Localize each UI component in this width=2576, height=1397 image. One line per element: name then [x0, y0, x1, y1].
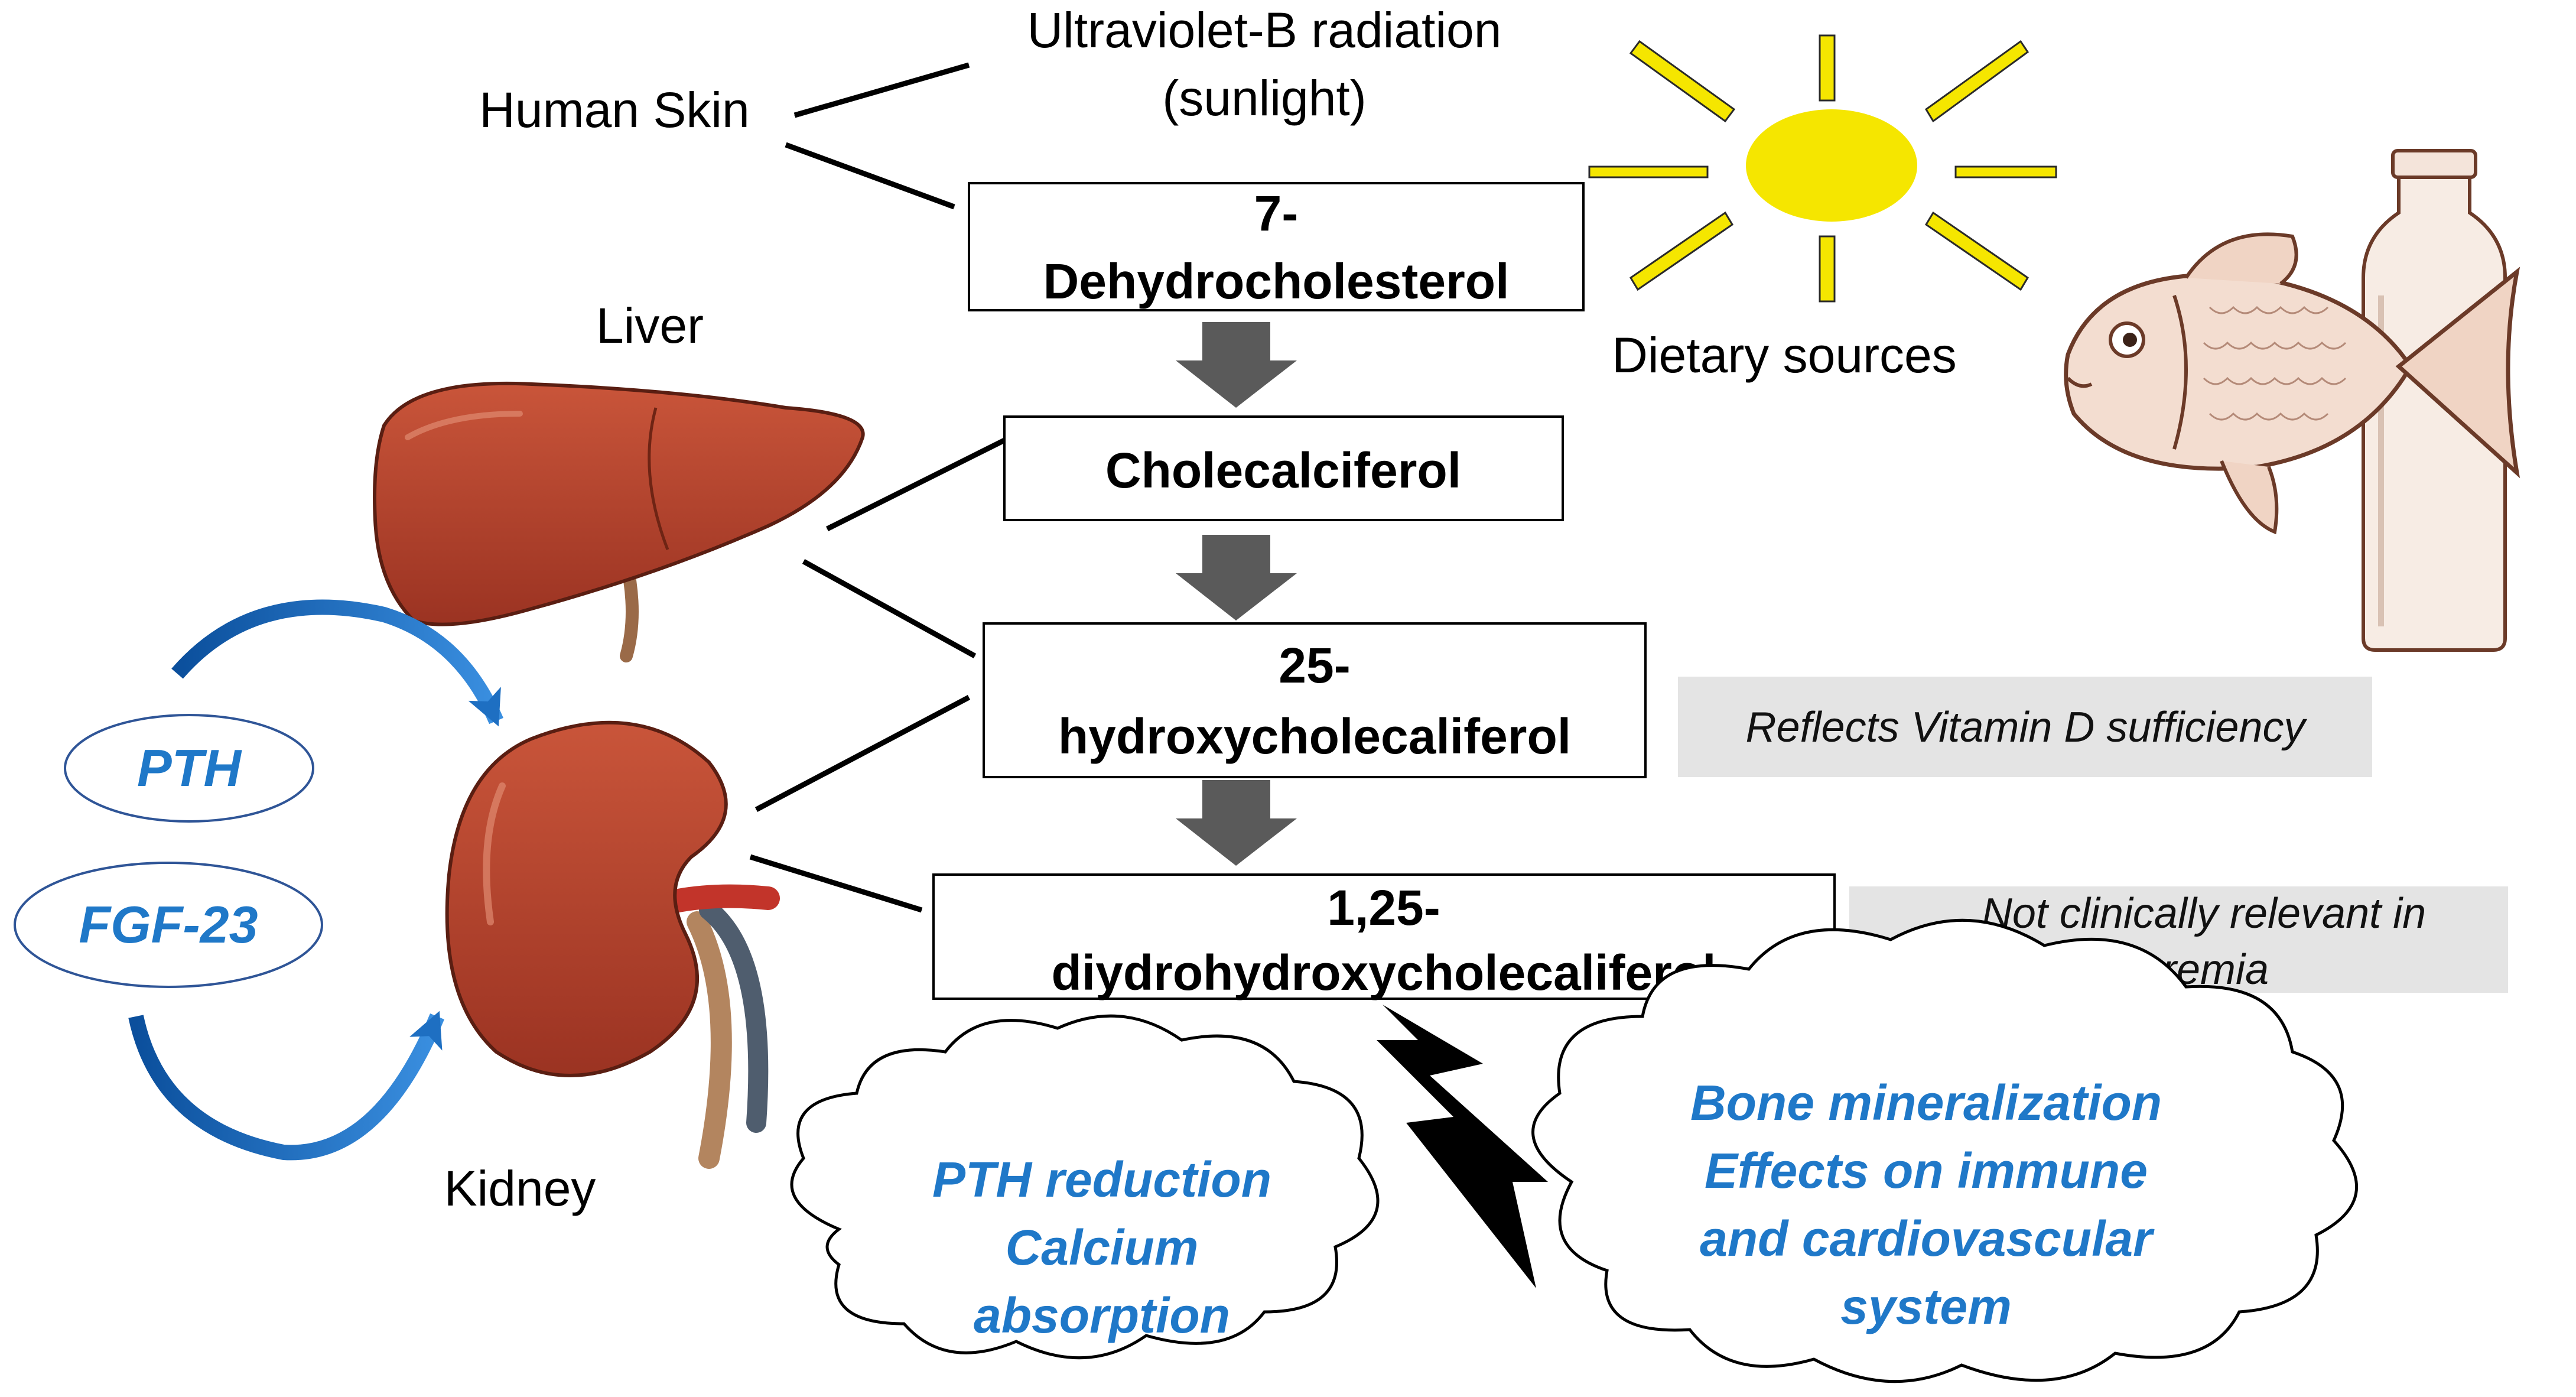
- effect-bone-mineralization: Bone mineralization: [1690, 1075, 2162, 1130]
- milk-bottle-icon: [2362, 149, 2507, 652]
- step3-line1: 25-: [1279, 638, 1350, 693]
- dietary-sources-illustration: [2064, 149, 2520, 652]
- sufficiency-note: Reflects Vitamin D sufficiency: [1678, 677, 2372, 777]
- step1-line1: 7-: [1254, 186, 1299, 241]
- step-25-hydroxy-box: 25- hydroxycholecaliferol: [983, 622, 1647, 778]
- kidney-icon: [445, 720, 780, 1169]
- human-skin-label: Human Skin: [479, 82, 750, 138]
- effect-absorption: absorption: [974, 1288, 1230, 1343]
- effect-system: system: [1840, 1279, 2012, 1334]
- fgf23-ellipse: [14, 862, 323, 988]
- uremia-note: Not clinically relevant in uremia: [1849, 886, 2508, 993]
- regulator-feedback-arcs: [128, 599, 503, 1161]
- effect-cardiovascular: and cardiovascular: [1700, 1211, 2155, 1266]
- step1-line2: Dehydrocholesterol: [1043, 254, 1510, 309]
- connector-arrows: [749, 62, 1006, 913]
- sun-icon: [1588, 34, 2057, 303]
- effect-pth-reduction: PTH reduction: [932, 1152, 1271, 1207]
- pth-ellipse: [64, 714, 314, 823]
- step-cholecalciferol-box: Cholecalciferol: [1003, 415, 1564, 521]
- fgf23-label: FGF-23: [79, 895, 258, 954]
- effects-cloud-left: PTH reduction Calcium absorption: [790, 1014, 1380, 1360]
- step4-line2: diydrohydroxycholecaliferol: [1052, 945, 1716, 1000]
- sunlight-label: (sunlight): [1162, 70, 1366, 126]
- liver-icon: [373, 381, 865, 662]
- pathway-block-arrows: [1176, 322, 1297, 866]
- step-7-dehydrocholesterol-box: 7- Dehydrocholesterol: [968, 182, 1585, 311]
- lightning-bolt-icon: [1377, 1005, 1548, 1288]
- uv-radiation-label: Ultraviolet-B radiation: [1027, 2, 1501, 58]
- step3-line2: hydroxycholecaliferol: [1058, 709, 1571, 764]
- step2-label: Cholecalciferol: [1105, 443, 1461, 498]
- pth-label: PTH: [137, 739, 242, 797]
- uremia-note-line1: Not clinically relevant in: [1982, 890, 2426, 937]
- effect-immune: Effects on immune: [1705, 1143, 2148, 1198]
- kidney-label: Kidney: [444, 1161, 596, 1216]
- effects-cloud-right: Bone mineralization Effects on immune an…: [1531, 918, 2359, 1383]
- effect-calcium: Calcium: [1006, 1220, 1199, 1275]
- step4-line1: 1,25-: [1327, 880, 1440, 935]
- liver-label: Liver: [596, 298, 704, 353]
- dietary-sources-label: Dietary sources: [1612, 327, 1957, 383]
- fish-icon: [2064, 232, 2520, 535]
- sufficiency-note-text: Reflects Vitamin D sufficiency: [1745, 704, 2307, 751]
